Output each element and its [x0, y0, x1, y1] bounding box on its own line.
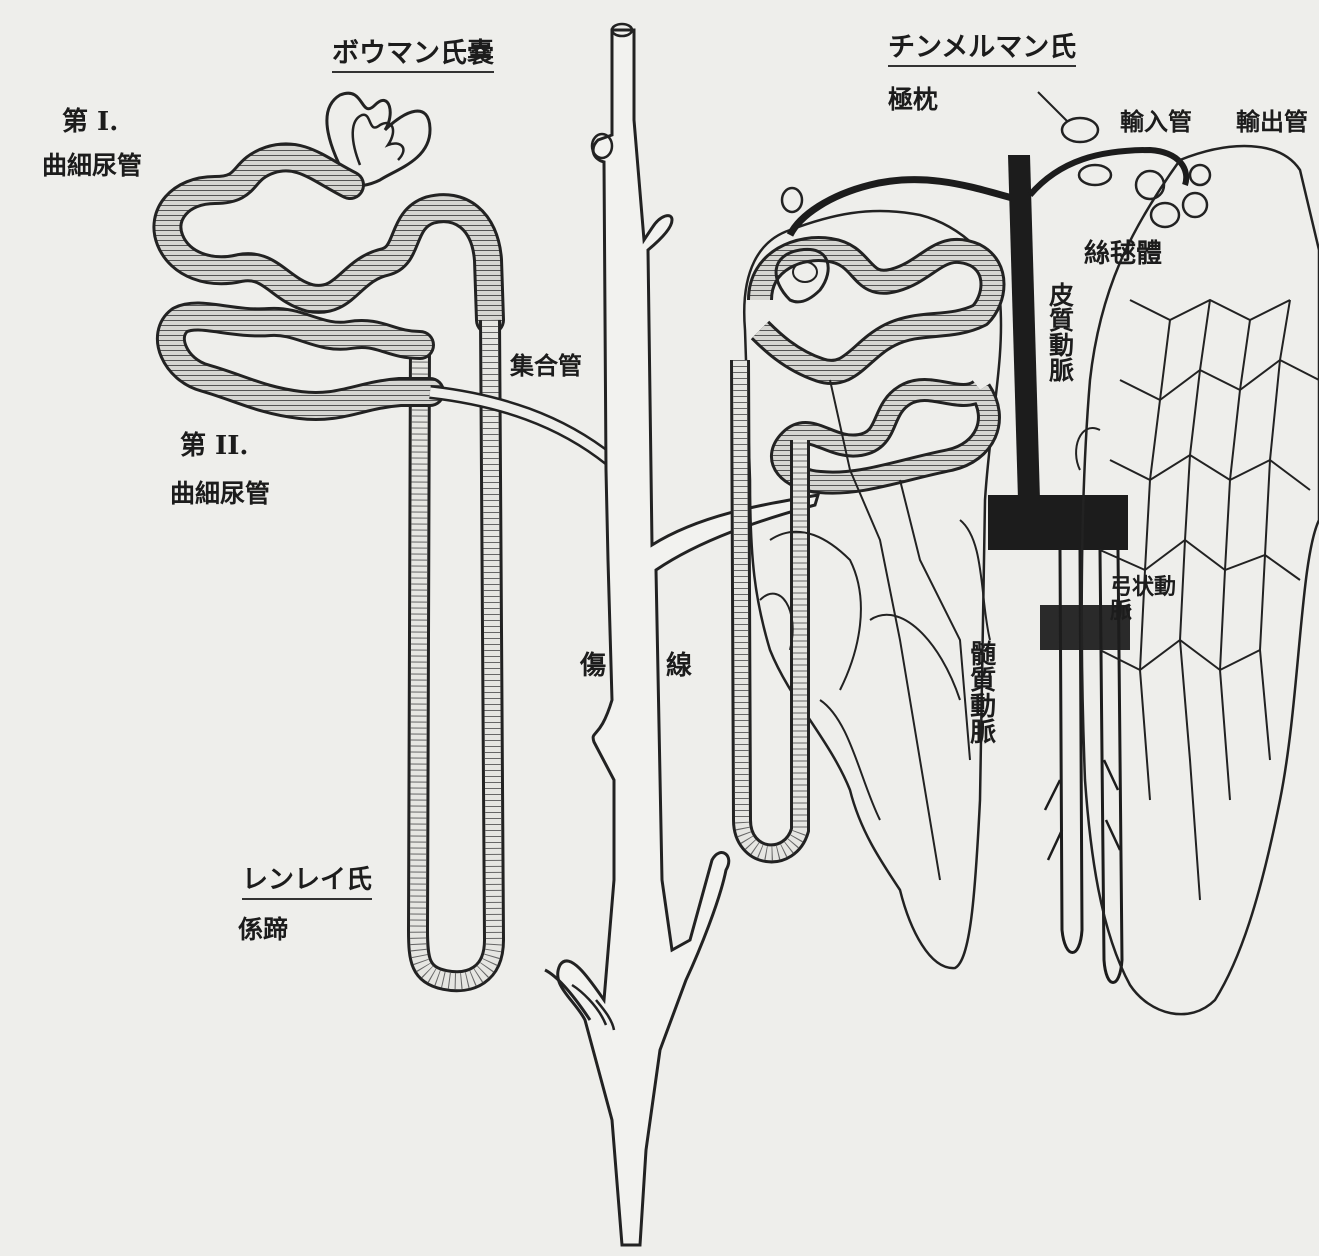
cortical-artery — [1008, 155, 1040, 500]
label-zimmermann-sub: 極枕 — [888, 86, 938, 115]
label-collecting-duct: 集合管 — [510, 352, 582, 380]
label-second-tubule-name: 曲細尿管 — [170, 480, 270, 509]
label-afferent: 輸入管 — [1120, 108, 1192, 136]
arcuate-artery-block — [988, 495, 1128, 550]
first-convoluted-tubule-fill — [167, 157, 490, 320]
label-bowman-capsule: ボウマン氏嚢 — [332, 38, 494, 73]
label-medullary-artery: 髄質動脈 — [966, 640, 995, 744]
label-border-a: 傷 — [580, 652, 606, 682]
afferent-vessel — [790, 180, 1020, 235]
label-cortical-artery: 皮質動脈 — [1046, 282, 1074, 382]
label-second-tubule-number: 第 II. — [180, 432, 248, 462]
label-glomerulus: 絲毬體 — [1084, 240, 1162, 270]
label-zimmermann: チンメルマン氏 — [888, 32, 1076, 67]
label-henle-name: レンレイ氏 — [242, 866, 372, 900]
label-efferent: 輸出管 — [1236, 108, 1308, 136]
connecting-tubule — [430, 392, 610, 460]
label-arcuate-artery: 弓状動脈 — [1110, 575, 1190, 623]
label-border-b: 線 — [666, 652, 692, 682]
collecting-duct — [558, 30, 818, 1245]
label-henle-loop: 係蹄 — [238, 916, 288, 945]
label-first-tubule-name: 曲細尿管 — [42, 152, 142, 181]
henle-loop — [418, 320, 494, 981]
label-first-tubule-number: 第 I. — [62, 108, 118, 138]
